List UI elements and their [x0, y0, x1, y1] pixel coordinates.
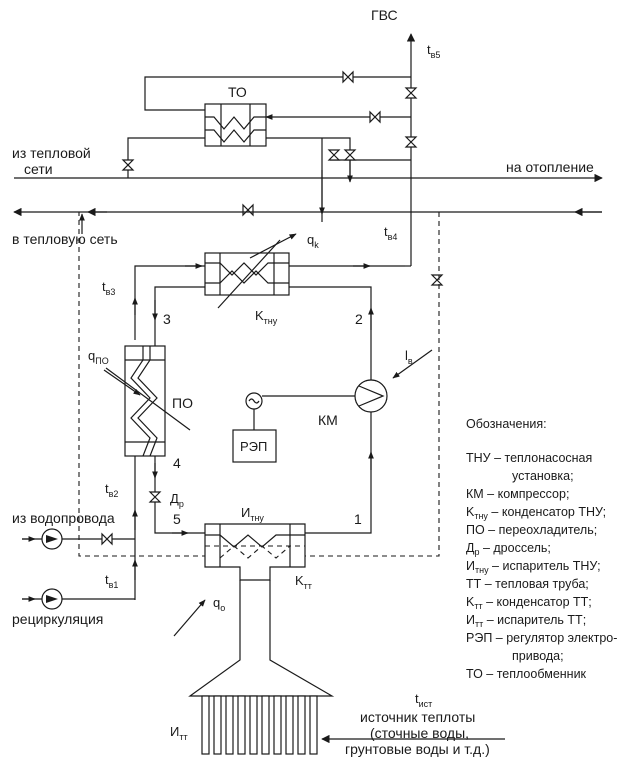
rep-box [232, 429, 277, 463]
heat-pipe-fin [285, 695, 294, 755]
legend-item: КМ – компрессор; [466, 487, 569, 501]
heat-pipe-tt: qо [173, 580, 335, 697]
heat-pipe-fin [201, 695, 210, 755]
condenser-ktnu: qk Kтну [134, 232, 405, 340]
point-2: 2 [355, 311, 363, 327]
valve-icon [327, 149, 341, 161]
from-water-supply-label: из водопровода [12, 510, 115, 526]
tv1-label: tв1 [105, 572, 118, 590]
valve-icon [242, 203, 254, 217]
valve-icon [430, 274, 444, 286]
qk-label: qk [307, 232, 319, 250]
heat-pipe-fin [261, 695, 270, 755]
tist-label: tист [415, 691, 432, 709]
itnu-label: Итну [241, 505, 264, 523]
qpo-label: qПО [88, 348, 109, 366]
po-label: ПО [172, 395, 193, 411]
tv4-label: tв4 [384, 224, 397, 242]
legend-item: Kтт – конденсатор ТТ; [466, 595, 592, 611]
legend-item: Итт – испаритель ТТ; [466, 613, 586, 629]
legend-item: ТО – теплообменник [466, 667, 587, 681]
ktnu-label: Kтну [255, 308, 278, 326]
valve-icon [404, 87, 418, 99]
ktt-label: Kтт [295, 573, 312, 591]
compressor-km: РЭП КМ lв [232, 348, 433, 463]
point-1: 1 [354, 511, 362, 527]
itt-label: Итт [170, 724, 188, 742]
evaporator-itnu: Итну Kтт [204, 505, 312, 591]
to-label: ТО [228, 84, 247, 100]
legend-item: Др – дроссель; [466, 541, 551, 557]
valve-icon [343, 149, 357, 161]
source-label-3: грунтовые воды и т.д.) [345, 741, 490, 757]
from-heat-net-label: из тепловой [12, 145, 91, 161]
heat-pipe-fin [297, 695, 306, 755]
valve-icon [101, 532, 113, 546]
valve-icon [342, 70, 354, 84]
to-heat-net-label: в тепловую сеть [12, 231, 118, 247]
subcooler-po: ПО qПО [88, 345, 193, 457]
valve-icon [121, 159, 135, 171]
source-label-2: (сточные воды, [370, 725, 469, 741]
legend: Обозначения: ТНУ – теплонасосная установ… [466, 417, 617, 681]
heat-pipe-fin [273, 695, 282, 755]
gvs-label: ГВС [371, 7, 398, 23]
heat-pipe-fin [309, 695, 318, 755]
from-heat-net-label-2: сети [24, 161, 53, 177]
recirculation-label: рециркуляция [12, 611, 103, 627]
refrigerant-loop [148, 286, 374, 536]
tv5-label: tв5 [427, 42, 440, 60]
heat-pipe-fin [225, 695, 234, 755]
valves-top [121, 70, 444, 286]
heat-network-lines [13, 173, 603, 234]
to-heating-label: на отопление [506, 159, 594, 175]
legend-item: установка; [512, 469, 574, 483]
legend-item: ПО – переохладитель; [466, 523, 597, 537]
point-5: 5 [173, 511, 181, 527]
valve-icon [369, 110, 381, 124]
legend-item: Итну – испаритель ТНУ; [466, 559, 601, 575]
heat-pipe-fin [213, 695, 222, 755]
legend-item: ТНУ – теплонасосная [466, 451, 592, 465]
legend-item: Kтну – конденсатор ТНУ; [466, 505, 606, 521]
legend-title: Обозначения: [466, 417, 547, 431]
point-4: 4 [173, 455, 181, 471]
point-3: 3 [163, 311, 171, 327]
heat-exchanger-to: ТО [204, 84, 267, 147]
throttle-valve-icon [148, 491, 162, 503]
hot-water-section [127, 33, 416, 267]
heat-pipe-fin [237, 695, 246, 755]
lv-label: lв [405, 348, 413, 366]
km-label: КМ [318, 412, 338, 428]
dr-label: Др [170, 491, 184, 509]
heat-pipe-fin [249, 695, 258, 755]
legend-item: ТТ – тепловая труба; [466, 577, 589, 591]
water-lines [22, 297, 138, 610]
tv3-label: tв3 [102, 279, 115, 297]
rep-label: РЭП [240, 439, 267, 454]
legend-item: РЭП – регулятор электро- [466, 631, 617, 645]
qo-label: qо [213, 595, 225, 613]
legend-item: привода; [512, 649, 564, 663]
tv2-label: tв2 [105, 481, 118, 499]
source-label-1: источник теплоты [360, 709, 475, 725]
valve-icon [404, 136, 418, 148]
heat-pipe-fins [201, 695, 318, 755]
